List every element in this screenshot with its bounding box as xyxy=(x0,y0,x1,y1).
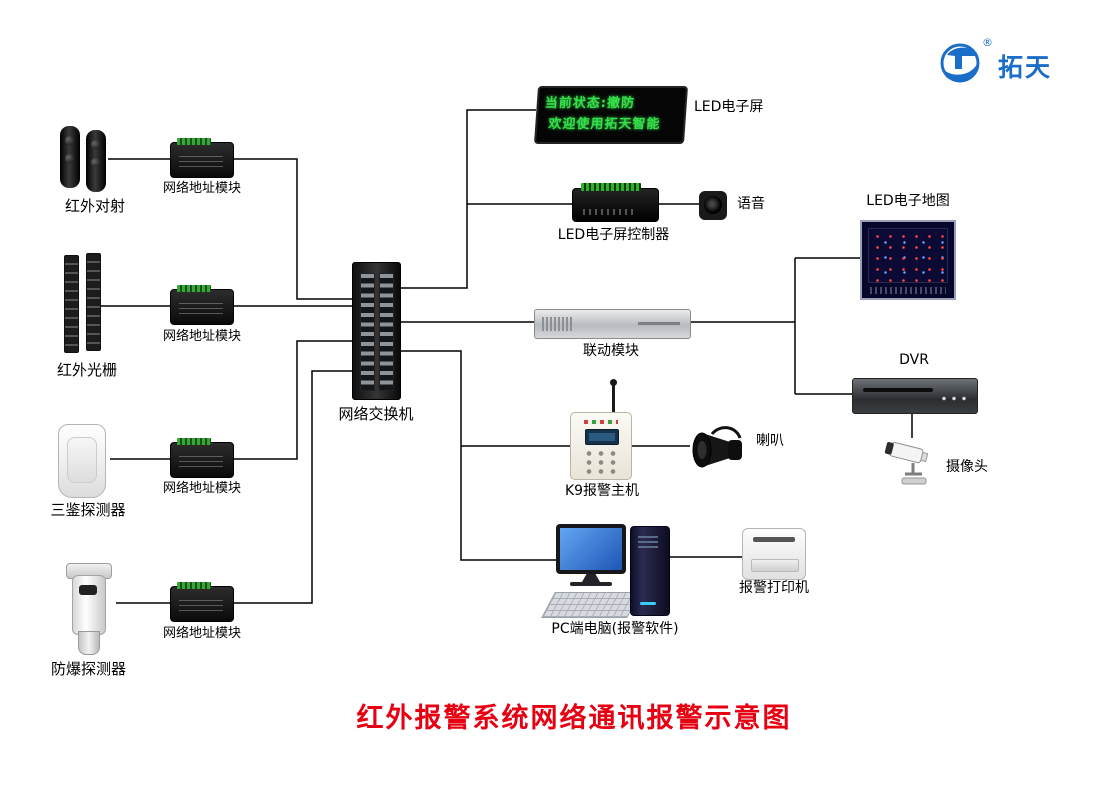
led-map-device xyxy=(860,220,956,300)
brand-logo: ® 拓天 xyxy=(930,34,1080,94)
net-module-4 xyxy=(170,582,234,622)
pc-label: PC端电脑(报警软件) xyxy=(551,621,679,637)
explosion-detector-base xyxy=(78,631,100,655)
explosion-detector-label: 防爆探测器 xyxy=(50,660,126,678)
grating-bar-left xyxy=(64,255,79,353)
infrared-beam-device xyxy=(60,126,110,196)
pir-body xyxy=(58,424,106,498)
pc-monitor-screen xyxy=(560,528,622,570)
led-controller-label: LED电子屏控制器 xyxy=(557,227,670,243)
grating-bar-right xyxy=(86,253,101,351)
k9-host-device xyxy=(570,379,634,480)
linkage-module-device xyxy=(534,309,691,339)
led-map-caption-strip xyxy=(870,287,946,294)
explosion-detector-body xyxy=(72,575,106,635)
pc-monitor xyxy=(556,524,626,574)
voice-speaker-device xyxy=(699,191,727,220)
dvr-label: DVR xyxy=(899,352,929,368)
pc-tower xyxy=(630,526,670,616)
k9-keypad xyxy=(583,449,621,475)
led-map-screen xyxy=(868,228,948,283)
horn-device xyxy=(690,420,750,472)
voice-label: 语音 xyxy=(737,196,765,212)
infrared-beam-label: 红外对射 xyxy=(64,197,125,215)
led-screen-device: 当前状态:撤防 欢迎使用拓天智能 xyxy=(533,86,689,144)
net-module-2 xyxy=(170,285,234,325)
switch-port-column-left xyxy=(360,273,375,391)
k9-antenna xyxy=(610,379,617,414)
linkage-module-label: 联动模块 xyxy=(583,343,639,359)
pc-device xyxy=(541,520,678,624)
diagram-title: 红外报警系统网络通讯报警示意图 xyxy=(356,703,792,734)
net-module-3 xyxy=(170,438,234,478)
horn-label: 喇叭 xyxy=(756,433,784,449)
camera-label: 摄像头 xyxy=(946,459,988,475)
beam-detector-right xyxy=(86,130,106,192)
pc-monitor-stand xyxy=(582,574,600,582)
network-switch-label: 网络交换机 xyxy=(338,405,414,423)
led-screen-label: LED电子屏 xyxy=(694,99,764,115)
led-controller-device xyxy=(572,183,659,222)
network-switch-device xyxy=(352,262,401,400)
horn-icon xyxy=(692,426,742,468)
connector-switch-pc xyxy=(399,350,556,561)
dvr-device xyxy=(852,378,978,414)
pc-monitor-base xyxy=(570,582,612,586)
connector-module1-switch xyxy=(232,158,352,300)
triple-detector-label: 三鉴探测器 xyxy=(50,501,126,519)
registered-mark: ® xyxy=(982,36,993,49)
connector-module3-switch xyxy=(232,340,352,460)
connector-switch-ledscreen xyxy=(399,109,536,289)
explosion-detector-device xyxy=(60,563,120,658)
printer-device xyxy=(742,528,806,580)
beam-detector-left xyxy=(60,126,80,188)
k9-host-label: K9报警主机 xyxy=(564,483,640,499)
led-map-label: LED电子地图 xyxy=(866,193,950,209)
printer-label: 报警打印机 xyxy=(739,580,809,596)
k9-panel-body xyxy=(570,412,632,480)
camera-icon xyxy=(884,442,929,485)
logo-globe-icon xyxy=(940,43,980,83)
infrared-grating-label: 红外光栅 xyxy=(56,361,117,379)
triple-detector-device xyxy=(58,424,108,500)
net-module-1-label: 网络地址模块 xyxy=(162,181,241,196)
brand-name: 拓天 xyxy=(998,53,1053,82)
camera-device xyxy=(880,436,940,490)
net-module-3-label: 网络地址模块 xyxy=(162,481,241,496)
net-module-2-label: 网络地址模块 xyxy=(162,329,241,344)
led-screen-text-line2: 欢迎使用拓天智能 xyxy=(547,117,661,132)
led-screen-text-line1: 当前状态:撤防 xyxy=(544,96,636,112)
infrared-grating-device xyxy=(64,253,106,353)
switch-port-column-right xyxy=(379,273,394,391)
pc-keyboard xyxy=(541,592,641,618)
net-module-4-label: 网络地址模块 xyxy=(162,626,241,641)
k9-screen xyxy=(585,429,619,445)
net-module-1 xyxy=(170,138,234,178)
